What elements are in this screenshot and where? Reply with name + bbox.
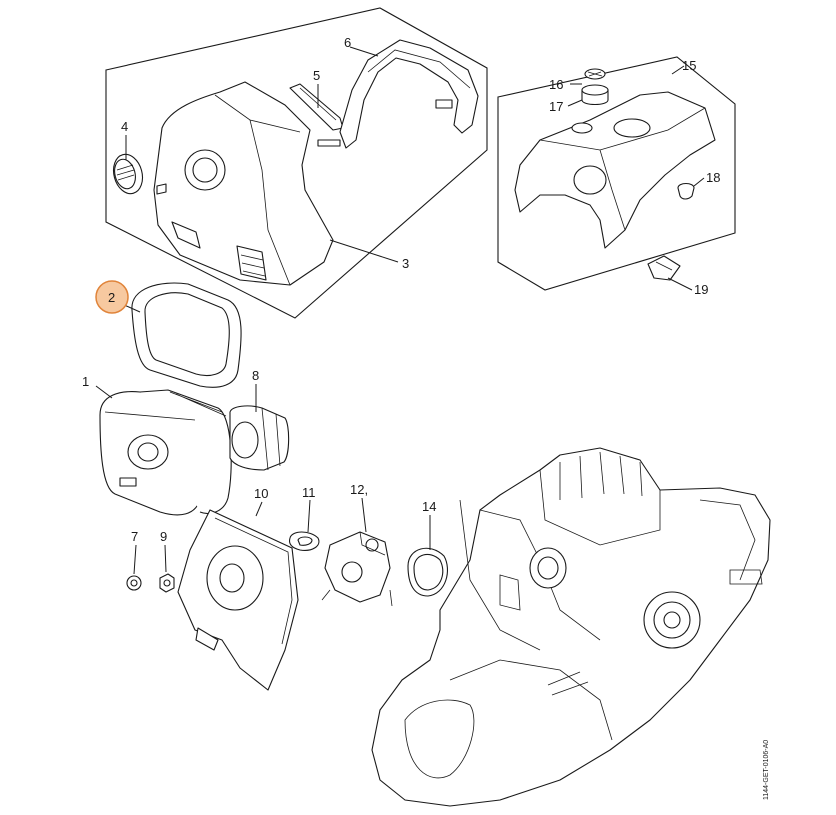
callout-2-highlight <box>95 280 129 314</box>
callout-14[interactable]: 14 <box>422 499 436 514</box>
screw-part <box>584 68 606 80</box>
callout-16[interactable]: 16 <box>549 77 563 92</box>
callout-8[interactable]: 8 <box>252 368 259 383</box>
air-filter-part <box>99 389 232 516</box>
callout-9[interactable]: 9 <box>160 529 167 544</box>
drawing-code: 1144-GET-0106-A0 <box>763 740 770 800</box>
callout-19[interactable]: 19 <box>694 282 708 297</box>
washer-part <box>126 575 142 591</box>
base-plate-part <box>177 509 299 691</box>
callout-3[interactable]: 3 <box>402 256 409 271</box>
filter-band-part <box>131 282 242 388</box>
callout-17[interactable]: 17 <box>549 99 563 114</box>
callout-15[interactable]: 15 <box>682 58 696 73</box>
callout-6[interactable]: 6 <box>344 35 351 50</box>
callout-4[interactable]: 4 <box>121 119 128 134</box>
nut-part <box>159 573 175 593</box>
shroud-group-frame <box>105 7 488 319</box>
knob-part <box>112 153 144 195</box>
shroud-part <box>153 81 334 286</box>
handle-part <box>317 39 479 149</box>
callout-12[interactable]: 12, <box>350 482 368 497</box>
callout-11[interactable]: 11 <box>302 485 316 500</box>
callout-10[interactable]: 10 <box>254 486 268 501</box>
carburetor-part <box>321 531 393 607</box>
gasket-part <box>288 531 320 551</box>
adapter-part <box>229 405 290 471</box>
top-cover-part <box>514 91 716 249</box>
plug-part <box>677 182 695 200</box>
callout-7[interactable]: 7 <box>131 529 138 544</box>
cover-group-frame <box>497 56 736 291</box>
callout-2[interactable]: 2 <box>108 290 115 305</box>
clip-part <box>647 255 681 281</box>
grommet-part <box>581 84 609 106</box>
callout-5[interactable]: 5 <box>313 68 320 83</box>
callout-labels: 1 2 3 4 5 6 7 8 9 10 11 12, 14 15 16 17 … <box>82 35 720 544</box>
callout-18[interactable]: 18 <box>706 170 720 185</box>
machine-body <box>371 447 771 807</box>
intake-ring-part <box>407 547 448 597</box>
callout-1[interactable]: 1 <box>82 374 89 389</box>
leader-lines <box>95 46 705 575</box>
